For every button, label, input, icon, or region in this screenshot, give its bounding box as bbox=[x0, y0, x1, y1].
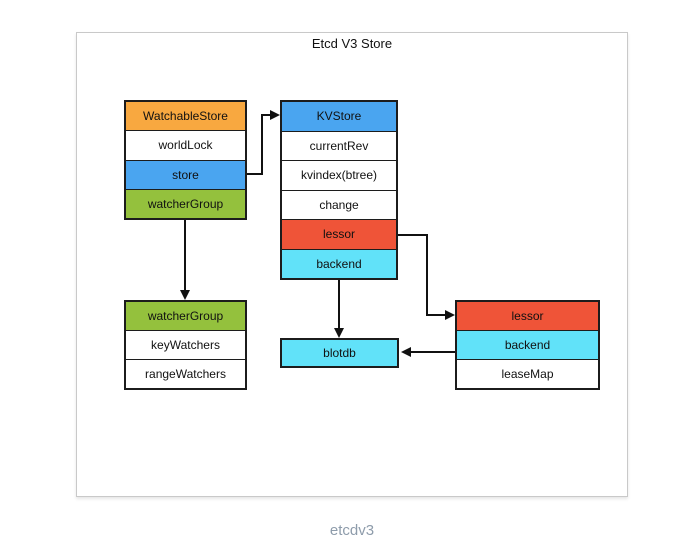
kvstore-table: KVStore currentRev kvindex(btree) change… bbox=[280, 100, 398, 280]
image-caption: etcdv3 bbox=[329, 522, 375, 539]
kvindex-btree-row: kvindex(btree) bbox=[282, 160, 396, 190]
watcher-group-table: watcherGroup keyWatchers rangeWatchers bbox=[124, 300, 247, 390]
watchable-store-table: WatchableStore worldLock store watcherGr… bbox=[124, 100, 247, 220]
watcher-group-header: watcherGroup bbox=[126, 302, 245, 330]
backend-row: backend bbox=[282, 248, 396, 278]
blotdb-label: blotdb bbox=[282, 340, 397, 366]
backend-row-2: backend bbox=[457, 330, 598, 359]
diagram-title: Etcd V3 Store bbox=[311, 36, 393, 51]
lease-map-row: leaseMap bbox=[457, 359, 598, 388]
lessor-row: lessor bbox=[282, 219, 396, 249]
world-lock-row: worldLock bbox=[126, 130, 245, 160]
key-watchers-row: keyWatchers bbox=[126, 330, 245, 359]
blotdb-box: blotdb bbox=[280, 338, 399, 368]
lessor-header: lessor bbox=[457, 302, 598, 330]
current-rev-row: currentRev bbox=[282, 130, 396, 160]
lessor-table: lessor backend leaseMap bbox=[455, 300, 600, 390]
kvstore-header: KVStore bbox=[282, 102, 396, 131]
change-row: change bbox=[282, 189, 396, 219]
watchable-store-header: WatchableStore bbox=[126, 102, 245, 131]
store-row: store bbox=[126, 159, 245, 189]
watcher-group-row: watcherGroup bbox=[126, 188, 245, 218]
range-watchers-row: rangeWatchers bbox=[126, 359, 245, 388]
